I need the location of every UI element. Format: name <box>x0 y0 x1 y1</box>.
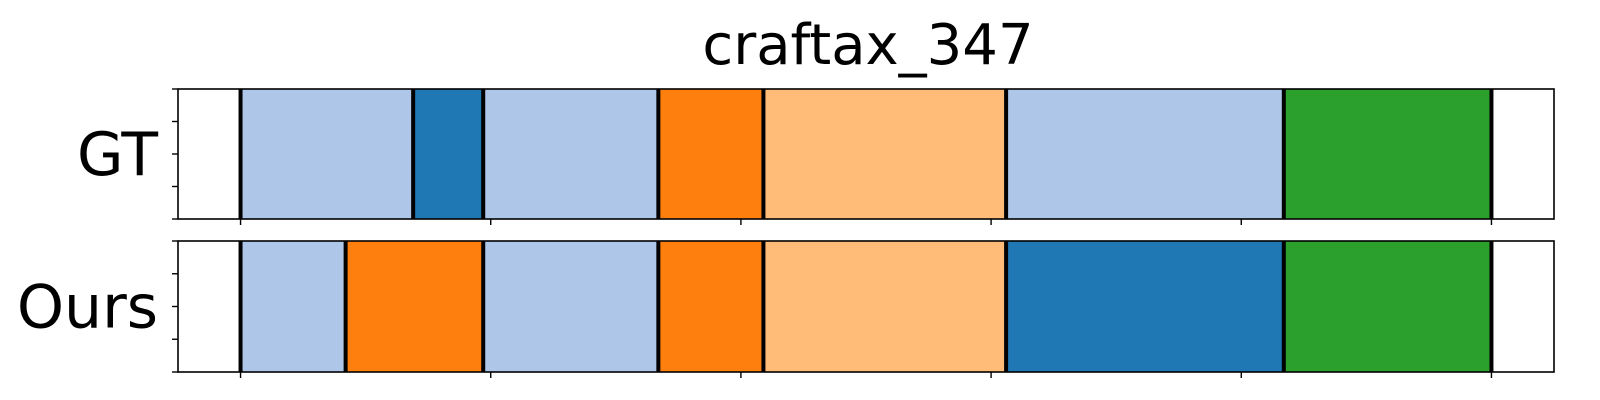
segment-ours-3 <box>658 241 764 372</box>
segment-ours-4 <box>763 241 1007 372</box>
segment-gt-1 <box>413 89 484 219</box>
segment-gt-6 <box>1283 89 1492 219</box>
chart-title: craftax_347 <box>702 13 1033 78</box>
segment-ours-6 <box>1283 241 1492 372</box>
segment-gt-5 <box>1006 89 1284 219</box>
segment-gt-4 <box>763 89 1007 219</box>
segmentation-rows: GT Ours <box>17 88 1555 378</box>
segment-gt-3 <box>658 89 764 219</box>
segment-ours-5 <box>1006 241 1284 372</box>
row-label-ours: Ours <box>17 273 158 343</box>
row-label-gt: GT <box>77 120 158 190</box>
segment-ours-0 <box>240 241 346 372</box>
segment-ours-1 <box>345 241 484 372</box>
row-gt: GT <box>77 88 1555 225</box>
segment-gt-0 <box>240 89 414 219</box>
segment-ours-2 <box>483 241 659 372</box>
row-ours: Ours <box>17 240 1555 378</box>
segment-gt-2 <box>483 89 659 219</box>
